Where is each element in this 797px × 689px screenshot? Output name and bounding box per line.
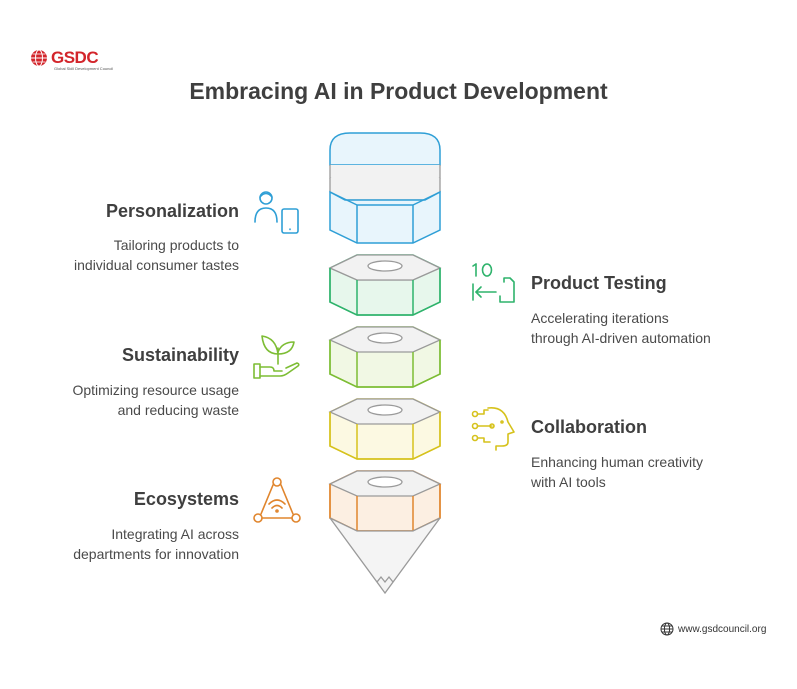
plant-hand-icon <box>253 335 300 379</box>
stack-layer-orange <box>328 470 442 532</box>
personalization-desc: Tailoring products to individual consume… <box>74 237 239 273</box>
collaboration-heading: Collaboration <box>531 417 647 437</box>
stack-layer-yellow <box>328 398 442 460</box>
brand-name: GSDC <box>51 48 99 67</box>
stack-top-cap <box>329 132 441 201</box>
stack-layer-lime <box>328 326 442 388</box>
person-tablet-icon <box>254 191 299 234</box>
globe-icon <box>660 622 674 636</box>
stack-layer-blue <box>329 190 441 244</box>
footer: www.gsdcouncil.org <box>660 622 766 636</box>
network-wifi-icon <box>253 477 301 523</box>
sustainability-heading: Sustainability <box>121 345 239 365</box>
personalization-heading: Personalization <box>105 201 239 221</box>
page-title: Embracing AI in Product Development <box>189 78 608 104</box>
stack-layer-green <box>328 254 442 316</box>
stack-tip <box>329 517 441 595</box>
footer-url[interactable]: www.gsdcouncil.org <box>678 623 767 635</box>
sustainability-desc: Optimizing resource usage and reducing w… <box>72 382 239 418</box>
collaboration-desc: Enhancing human creativity with AI tools <box>531 454 703 490</box>
globe-icon <box>31 49 47 67</box>
product-testing-heading: Product Testing <box>531 273 667 293</box>
brand-tagline: Global Skill Development Council <box>54 66 114 71</box>
ecosystems-heading: Ecosystems <box>133 489 239 509</box>
ecosystems-desc: Integrating AI across departments for in… <box>73 526 239 562</box>
ai-head-icon <box>471 406 515 451</box>
brand-logo: GSDC Global Skill Development Council <box>30 48 113 71</box>
product-testing-desc: Accelerating iterations through AI-drive… <box>531 310 711 346</box>
countdown-arrow-icon <box>472 263 515 303</box>
